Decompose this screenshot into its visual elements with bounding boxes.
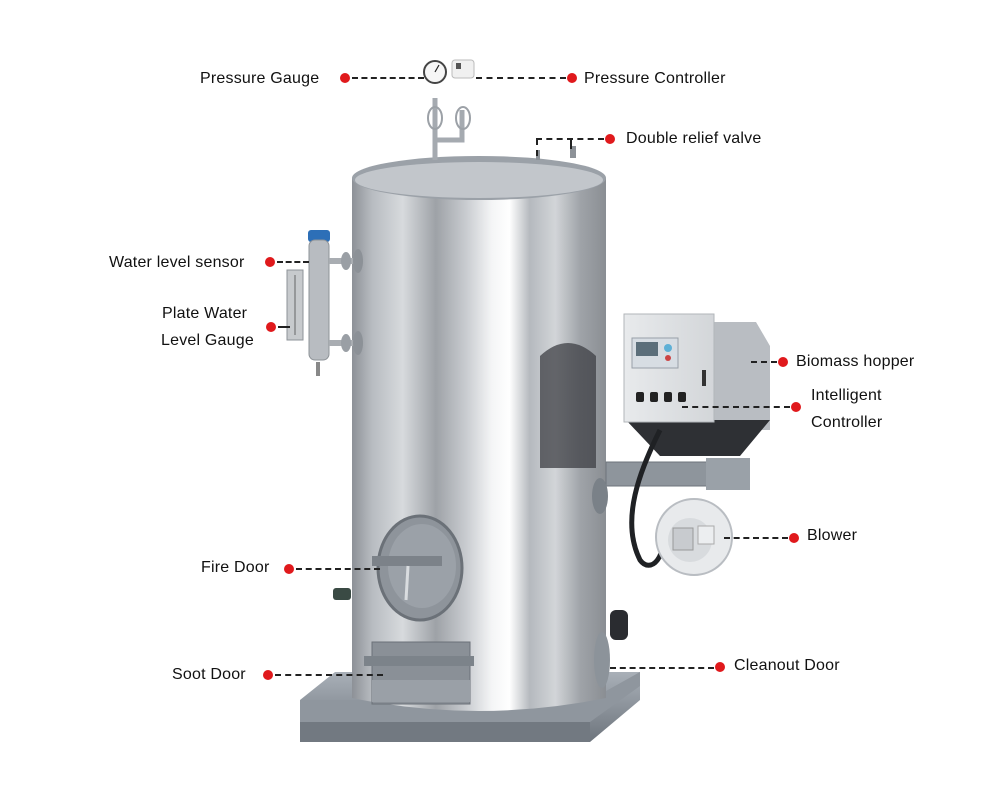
marker-dot-icon — [340, 73, 350, 83]
label-plate-water-level-gauge-line1: Plate Water — [162, 305, 248, 322]
marker-dot-icon — [715, 662, 725, 672]
marker-dot-icon — [789, 533, 799, 543]
marker-dot-icon — [266, 322, 276, 332]
label-intelligent-controller-line1: Intelligent — [811, 387, 882, 404]
label-plate-water-level-gauge-line2: Level Gauge — [161, 332, 254, 349]
label-pressure-controller: Pressure Controller — [584, 70, 726, 87]
marker-dot-icon — [605, 134, 615, 144]
marker-dot-icon — [284, 564, 294, 574]
label-cleanout-door: Cleanout Door — [734, 657, 840, 674]
marker-dot-icon — [263, 670, 273, 680]
marker-dot-icon — [567, 73, 577, 83]
label-pressure-gauge: Pressure Gauge — [200, 70, 320, 87]
leader-line — [278, 326, 290, 328]
label-water-level-sensor: Water level sensor — [109, 254, 245, 271]
marker-dot-icon — [265, 257, 275, 267]
label-biomass-hopper: Biomass hopper — [796, 353, 915, 370]
leader-line — [277, 261, 309, 263]
leader-line — [536, 138, 604, 140]
leader-line — [610, 667, 714, 669]
label-fire-door: Fire Door — [201, 559, 270, 576]
label-soot-door: Soot Door — [172, 666, 246, 683]
leader-line — [275, 674, 383, 676]
leader-line — [296, 568, 380, 570]
leader-line — [724, 537, 788, 539]
leader-line — [476, 77, 566, 79]
leader-line — [570, 139, 572, 149]
leader-line — [682, 406, 790, 408]
marker-dot-icon — [778, 357, 788, 367]
label-blower: Blower — [807, 527, 858, 544]
marker-dot-icon — [791, 402, 801, 412]
label-intelligent-controller-line2: Controller — [811, 414, 883, 431]
leader-line — [352, 77, 424, 79]
label-double-relief-valve: Double relief valve — [626, 130, 762, 147]
leader-line — [536, 139, 538, 156]
leader-line — [751, 361, 777, 363]
